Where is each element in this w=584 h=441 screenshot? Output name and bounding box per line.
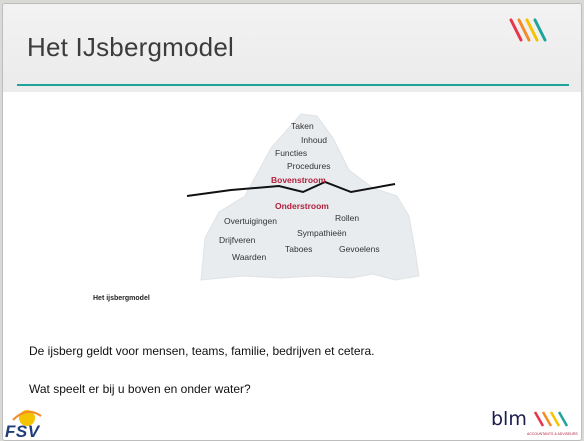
title-divider <box>17 84 569 86</box>
title-band <box>3 4 581 92</box>
paragraph-2: Wat speelt er bij u boven en onder water… <box>29 382 251 396</box>
stripes-logo-icon <box>509 18 547 42</box>
iceberg-label-functies: Functies <box>275 148 308 158</box>
iceberg-label-waarden: Waarden <box>232 252 267 262</box>
iceberg-label-rollen: Rollen <box>335 213 360 223</box>
iceberg-diagram <box>186 113 420 281</box>
iceberg-label-sympathieen: Sympathieën <box>297 228 347 238</box>
figure-caption: Het ijsbergmodel <box>93 295 150 302</box>
blm-logo-subtitle: ACCOUNTANTS & ADVISEURS <box>527 432 578 436</box>
iceberg-shape <box>200 113 420 281</box>
iceberg-label-drijfveren: Drijfveren <box>219 235 256 245</box>
paragraph-1: De ijsberg geldt voor mensen, teams, fam… <box>29 344 375 358</box>
slide: Het IJsbergmodel Taken Inhoud Functies P… <box>2 3 582 441</box>
iceberg-label-inhoud: Inhoud <box>301 135 327 145</box>
iceberg-label-gevoelens: Gevoelens <box>339 244 380 254</box>
iceberg-label-taboes: Taboes <box>285 244 313 254</box>
onderstroom-label: Onderstroom <box>275 201 329 211</box>
blm-stripes-icon <box>533 411 569 427</box>
fsv-sun-icon <box>12 410 42 426</box>
waterline <box>186 180 396 197</box>
fsv-logo: FSV <box>5 422 40 441</box>
slide-title: Het IJsbergmodel <box>27 32 234 62</box>
blm-logo: blm <box>491 408 527 430</box>
iceberg-label-overtuigingen: Overtuigingen <box>224 216 277 226</box>
iceberg-label-procedures: Procedures <box>287 161 331 171</box>
bovenstroom-label: Bovenstroom <box>271 175 326 185</box>
iceberg-label-taken: Taken <box>291 121 314 131</box>
